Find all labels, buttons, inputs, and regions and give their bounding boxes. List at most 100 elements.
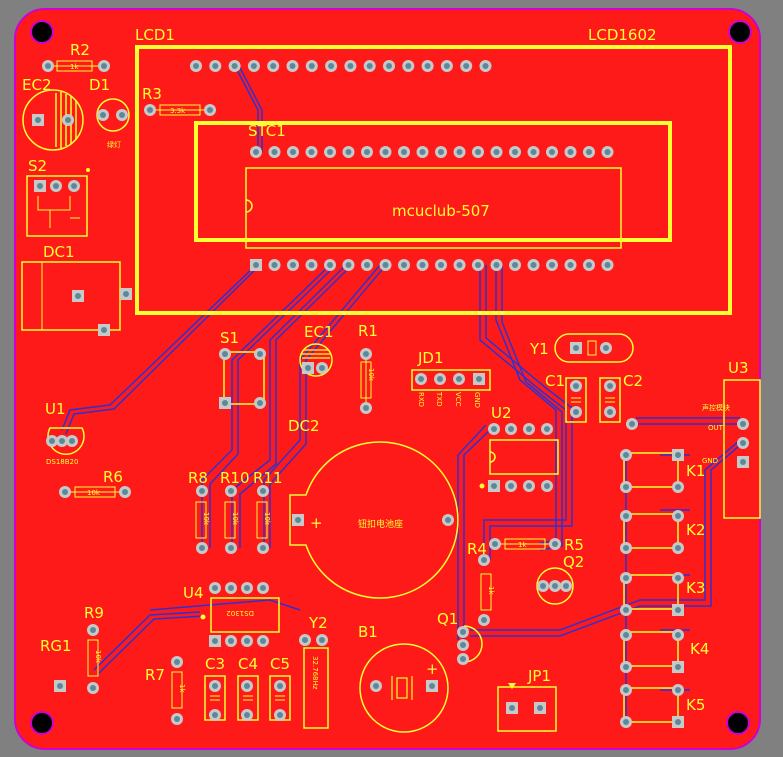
square-pad [570,342,582,354]
q1-label: Q1 [437,610,458,628]
round-pad [62,114,74,126]
k1-label: K1 [686,462,705,480]
round-pad [287,259,299,271]
round-pad [87,624,99,636]
ec1-capacitor: EC1 [299,323,334,377]
square-pad [98,324,110,336]
round-pad [560,580,572,592]
round-pad [247,60,260,72]
round-pad [305,60,318,72]
ec2-label: EC2 [22,76,52,94]
round-pad [287,146,299,158]
jd1-label: JD1 [417,349,444,367]
round-pad [196,485,208,497]
r8-value: 10k [202,512,210,526]
round-pad [601,146,614,158]
round-pad [434,373,446,385]
round-pad [402,60,415,72]
round-pad [241,582,253,594]
round-pad [416,259,429,271]
coin-battery-holder: + 钮扣电池座 [289,441,459,599]
round-pad [257,542,269,554]
round-pad [325,60,338,72]
r6-resistor: R6 10k [65,468,125,498]
round-pad [59,486,71,498]
r1-label: R1 [358,322,378,340]
round-pad [541,480,553,492]
square-pad [302,362,314,374]
round-pad [672,684,684,696]
d1-label: D1 [89,76,110,94]
jd1-header: JD1 RXD TXD VCC GND [411,349,491,408]
dc2-label-group: DC2 [288,417,320,435]
u2-chip: U2 [479,404,559,489]
round-pad [250,146,262,158]
r10-value: 10k [231,512,239,526]
round-pad [523,423,535,435]
round-pad [488,423,500,435]
round-pad [324,259,336,271]
u4-rtc-chip: U4 DS1302 [183,584,280,633]
round-pad [274,709,286,721]
q1-transistor: Q1 [437,610,483,663]
u3-pin-out: OUT [708,424,724,432]
u4-text: DS1302 [226,609,254,617]
round-pad [457,626,469,638]
u1-text: DS18B20 [46,458,78,466]
round-pad [435,146,447,158]
round-pad [620,684,632,696]
round-pad [50,180,62,192]
round-pad [190,60,202,72]
s1-label: S1 [220,329,239,347]
r11-resistor: R11 10k [253,469,283,539]
s2-label: S2 [28,157,47,175]
round-pad [225,582,237,594]
round-pad [379,146,392,158]
round-pad [620,542,632,554]
u3-pin-gnd: GND [702,457,718,465]
round-pad [398,259,410,271]
round-pad [620,572,632,584]
round-pad [416,146,429,158]
lcd1602-label: LCD1602 [588,26,657,44]
round-pad [672,542,684,554]
r1-resistor: R1 10k [358,322,378,408]
y2-label: Y2 [308,614,328,632]
c5-label: C5 [270,655,290,673]
u3-label: U3 [728,359,749,377]
round-pad [299,634,311,646]
round-pad [204,104,216,116]
round-pad [505,423,517,435]
r9-label: R9 [84,604,104,622]
lcd1-pins [190,60,492,72]
round-pad [442,514,454,526]
s1-switch: S1 [220,329,265,405]
round-pad [361,146,373,158]
r9-value: 10k [94,650,102,664]
round-pad [490,259,503,271]
stc1-footprint: STC1 mcuclub-507 [194,121,672,271]
round-pad [316,362,328,374]
round-pad [489,538,501,550]
round-pad [453,373,465,385]
stc1-label: STC1 [248,122,286,140]
component-pads [32,60,749,728]
square-pad [34,180,46,192]
round-pad [209,60,222,72]
rg1-label: RG1 [40,637,72,655]
round-pad [257,582,269,594]
round-pad [537,580,549,592]
round-pad [228,60,241,72]
board-substrate [14,8,761,750]
k4-label: K4 [690,640,709,658]
round-pad [509,146,521,158]
round-pad [457,639,469,651]
round-pad [626,418,638,430]
round-pad [478,614,490,626]
round-pad [225,635,237,647]
round-pad [620,481,632,493]
r9-resistor: R9 10k [84,604,104,677]
round-pad [541,423,553,435]
s2-switch: S2 [26,157,90,237]
